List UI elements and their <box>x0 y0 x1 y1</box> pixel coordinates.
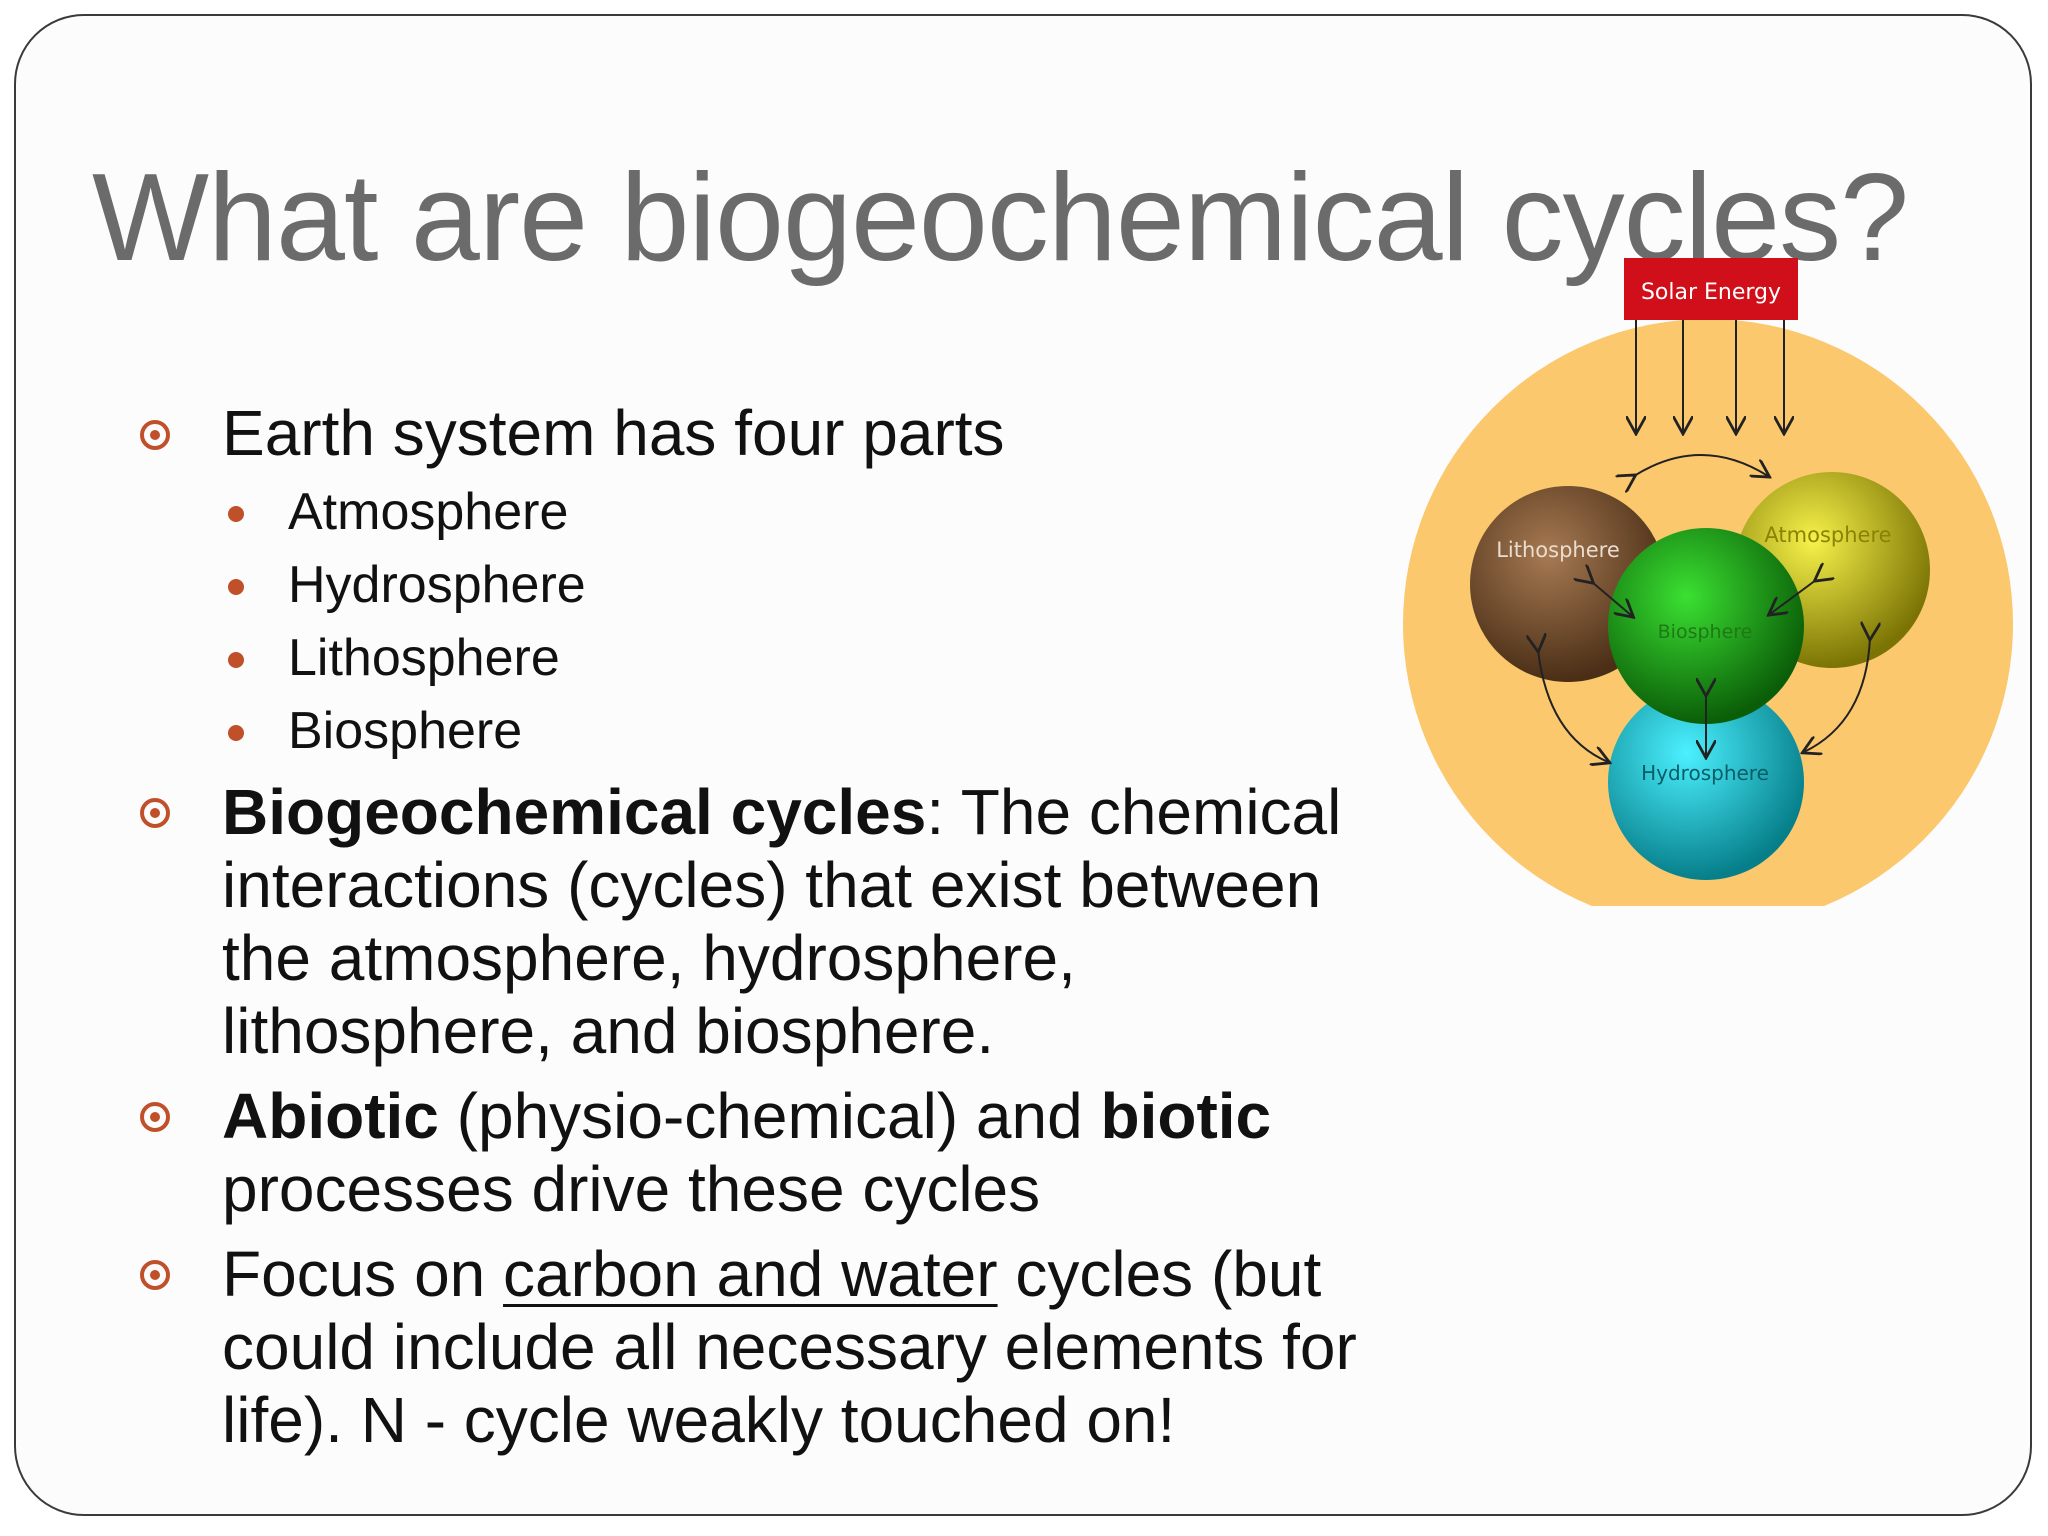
list-item-label: Biosphere <box>288 702 523 760</box>
sub-bullet-dot-icon <box>228 506 244 522</box>
bullet-text: Earth system has four parts <box>222 397 1005 469</box>
bullet-marker-icon <box>140 420 170 450</box>
sub-bullet-dot-icon <box>228 579 244 595</box>
bullet-marker-icon <box>140 1102 170 1132</box>
list-item: Biosphere <box>222 695 1434 768</box>
atmosphere-label: Atmosphere <box>1764 523 1891 547</box>
solar-energy-box <box>1624 258 1798 320</box>
biosphere-sphere <box>1608 528 1804 724</box>
bullet-line: Abiotic (physio-chemical) and biotic <box>222 1080 1492 1153</box>
bullet-marker-icon <box>140 1260 170 1290</box>
interaction-arrows <box>1538 454 1870 762</box>
bullet-biogeochemical-definition: Biogeochemical cycles: The chemical inte… <box>134 776 1522 1068</box>
sub-bullet-dot-icon <box>228 652 244 668</box>
bullet-line: Focus on carbon and water cycles (but <box>222 1238 1492 1311</box>
bold-term: Biogeochemical cycles <box>222 776 927 848</box>
slide-content: Earth system has four parts Atmosphere H… <box>134 396 1434 1457</box>
bullet-marker-icon <box>140 798 170 828</box>
list-item-label: Atmosphere <box>288 483 569 541</box>
lithosphere-label: Lithosphere <box>1496 538 1620 562</box>
list-item: Atmosphere <box>222 476 1434 549</box>
bullet-line: lithosphere, and biosphere. <box>222 995 995 1067</box>
solar-arrows <box>1636 320 1784 432</box>
list-item: Lithosphere <box>222 622 1434 695</box>
bold-term: biotic <box>1100 1080 1272 1152</box>
bullet-focus: Focus on carbon and water cycles (but co… <box>134 1238 1434 1457</box>
bullet-line: interactions (cycles) that exist between <box>222 849 1322 921</box>
bullet-line: could include all necessary elements for <box>222 1311 1357 1383</box>
underlined-term: carbon and water <box>503 1238 998 1310</box>
hydrosphere-label: Hydrosphere <box>1641 761 1769 785</box>
bullet-text: cycles (but <box>997 1238 1322 1310</box>
bullet-text: (physio-chemical) and <box>438 1080 1101 1152</box>
sublist-earth-parts: Atmosphere Hydrosphere Lithosphere Biosp… <box>222 476 1434 768</box>
bullet-line: life). N - cycle weakly touched on! <box>222 1384 1176 1456</box>
bullet-text: Focus on <box>222 1238 504 1310</box>
sub-bullet-dot-icon <box>228 725 244 741</box>
earth-systems-svg: Solar Energy Lithosphere Atmosphere Bios… <box>1403 258 2013 929</box>
list-item-label: Hydrosphere <box>288 556 586 614</box>
list-item: Hydrosphere <box>222 549 1434 622</box>
bullet-line: processes drive these cycles <box>222 1153 1041 1225</box>
slide-title: What are biogeochemical cycles? <box>92 149 1909 287</box>
bullet-line: Biogeochemical cycles: The chemical <box>222 776 1492 849</box>
solar-energy-label: Solar Energy <box>1641 280 1781 305</box>
hydrosphere-sphere <box>1608 684 1804 880</box>
slide: What are biogeochemical cycles? Earth sy… <box>14 14 2032 1516</box>
bullet-abiotic-biotic: Abiotic (physio-chemical) and biotic pro… <box>134 1080 1434 1226</box>
earth-systems-diagram: Solar Energy Lithosphere Atmosphere Bios… <box>1396 246 2030 929</box>
bold-term: Abiotic <box>222 1080 439 1152</box>
bullet-earth-system: Earth system has four parts Atmosphere H… <box>134 396 1434 768</box>
bullet-text: : The chemical <box>926 776 1342 848</box>
list-item-label: Lithosphere <box>288 629 560 687</box>
biosphere-label: Biosphere <box>1658 621 1753 643</box>
bullet-line: the atmosphere, hydrosphere, <box>222 922 1076 994</box>
